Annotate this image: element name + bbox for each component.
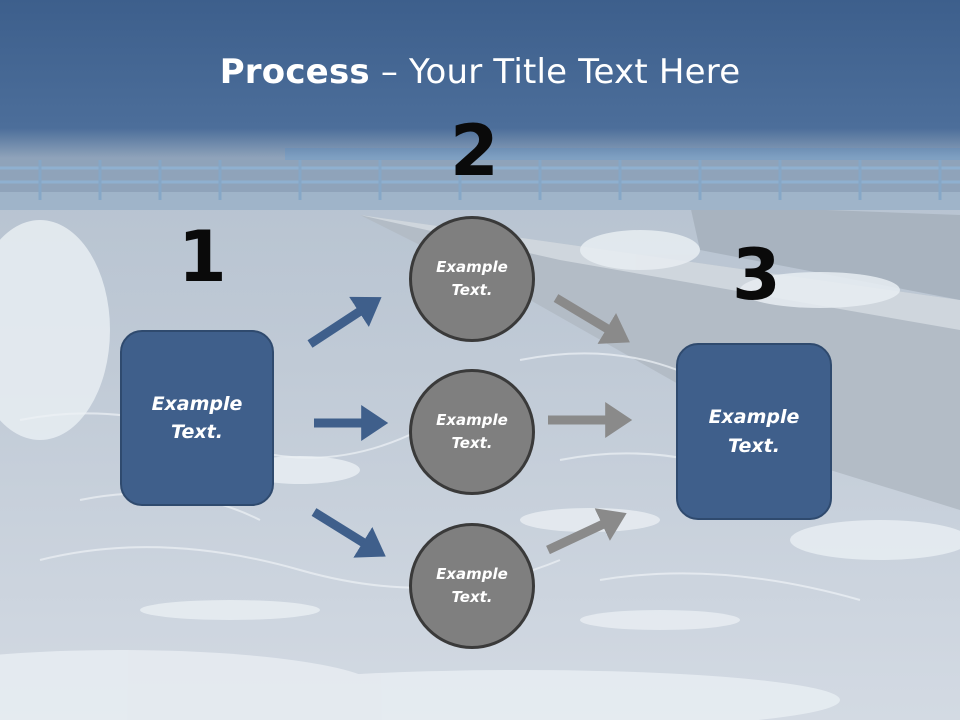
slide-title-rest: – Your Title Text Here bbox=[369, 52, 741, 92]
process-circle-2: Example Text. bbox=[409, 369, 535, 495]
arrow-blue-up bbox=[307, 296, 382, 348]
slide-title-bold: Process bbox=[219, 52, 370, 92]
slide-title: Process – Your Title Text Here bbox=[0, 52, 960, 92]
step-number-2: 2 bbox=[450, 110, 499, 192]
step-number-1: 1 bbox=[178, 216, 227, 298]
step-number-3: 3 bbox=[732, 234, 781, 316]
right-process-box: Example Text. bbox=[676, 343, 832, 520]
process-circle-1: Example Text. bbox=[409, 216, 535, 342]
arrow-gray-up bbox=[546, 508, 627, 555]
left-process-box: Example Text. bbox=[120, 330, 274, 506]
process-circle-3: Example Text. bbox=[409, 523, 535, 649]
arrow-gray-down bbox=[553, 294, 630, 344]
arrow-blue-down bbox=[311, 508, 386, 558]
